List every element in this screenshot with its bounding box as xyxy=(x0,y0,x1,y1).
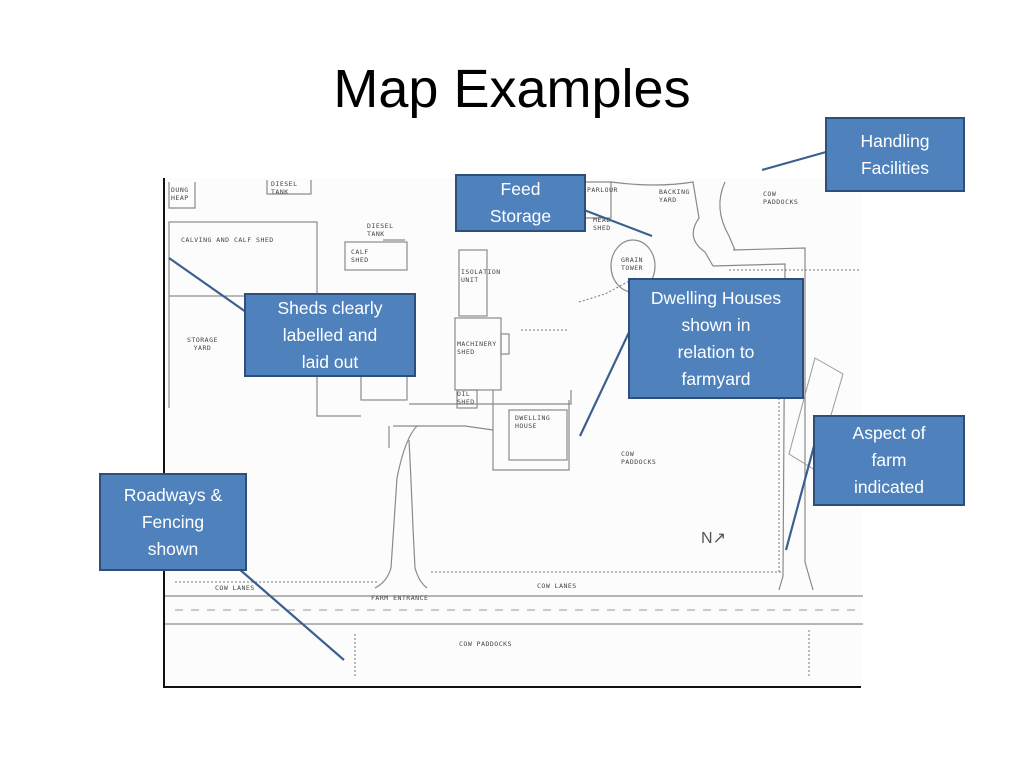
map-label-calving-shed: CALVING AND CALF SHED xyxy=(181,236,274,244)
map-label-dwelling-house: DWELLING HOUSE xyxy=(515,414,551,430)
backing-yard-outline xyxy=(610,181,714,267)
north-arrow-label: N xyxy=(701,530,713,547)
map-label-cow-lanes-left: COW LANES xyxy=(215,584,255,592)
map-label-calf-shed: CALF SHED xyxy=(351,248,369,264)
callout-dwelling-houses: Dwelling Houses shown in relation to far… xyxy=(628,278,804,399)
farm-map-drawing xyxy=(165,180,863,678)
slide-title: Map Examples xyxy=(333,59,691,119)
north-arrow-icon: N↗ xyxy=(701,530,726,547)
dwelling-house-outline xyxy=(508,409,568,461)
map-label-backing-yard: BACKING YARD xyxy=(659,188,690,204)
calf-shed-outline xyxy=(344,241,408,271)
diesel-tank-outline xyxy=(266,180,312,195)
map-label-grain-tower: GRAIN TOWER xyxy=(621,256,644,272)
map-label-isolation-unit: ISOLATION UNIT xyxy=(461,268,501,284)
dung-heap-outline xyxy=(168,182,196,209)
map-label-diesel-tank: DIESEL TANK xyxy=(271,180,298,196)
map-label-cow-paddocks-ne: COW PADDOCKS xyxy=(763,190,799,206)
oil-shed-outline xyxy=(456,389,478,409)
map-label-meal-shed: MEAL SHED xyxy=(593,216,611,232)
callout-roadways: Roadways & Fencing shown xyxy=(99,473,247,571)
map-label-machinery-shed: MACHINERY SHED xyxy=(457,340,497,356)
map-label-farm-entrance: FARM ENTRANCE xyxy=(371,594,429,602)
callout-handling-facilities: Handling Facilities xyxy=(825,117,965,192)
right-road-outer xyxy=(732,247,814,591)
farm-map: DUNG HEAP DIESEL TANK CALVING AND CALF S… xyxy=(163,178,863,688)
map-label-storage-yard: STORAGE YARD xyxy=(187,336,218,352)
map-label-parlour: PARLOUR xyxy=(587,186,618,194)
map-label-cow-lanes-right: COW LANES xyxy=(537,582,577,590)
map-label-cow-paddocks-center: COW PADDOCKS xyxy=(621,450,657,466)
isolation-unit-outline xyxy=(458,249,488,317)
callout-aspect: Aspect of farm indicated xyxy=(813,415,965,506)
map-label-oil-shed: OIL SHED xyxy=(457,390,475,406)
farm-road-right xyxy=(408,425,494,589)
map-label-cow-paddocks-south: COW PADDOCKS xyxy=(459,640,512,648)
pointer-handling xyxy=(761,150,827,172)
calving-shed-outline xyxy=(168,221,318,297)
right-road-inner xyxy=(712,263,786,591)
callout-feed-storage: Feed Storage xyxy=(455,174,586,232)
map-label-diesel-tank-mid: DIESEL TANK xyxy=(367,222,394,238)
callout-sheds: Sheds clearly labelled and laid out xyxy=(244,293,416,377)
small-shed-outline xyxy=(360,373,408,401)
map-label-dung-heap: DUNG HEAP xyxy=(171,186,189,202)
farm-road-left xyxy=(374,425,419,589)
